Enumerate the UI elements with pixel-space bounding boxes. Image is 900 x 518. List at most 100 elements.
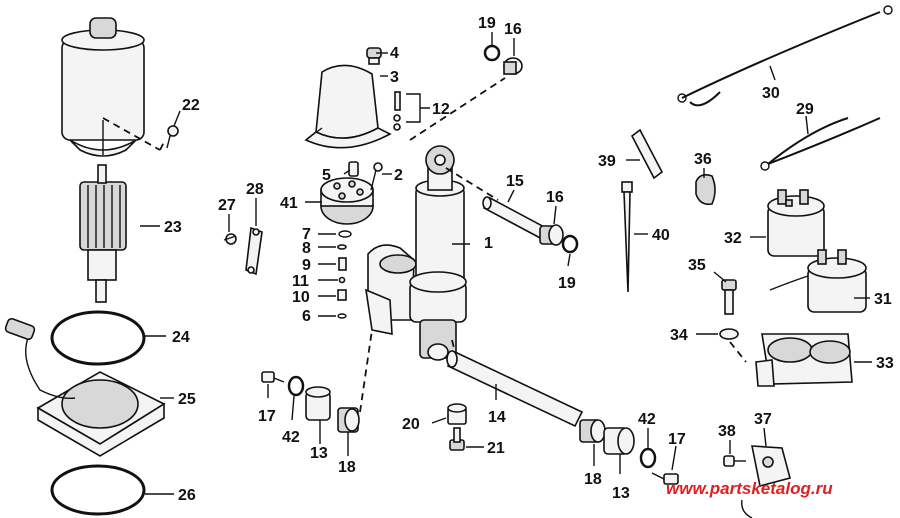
callout-25: 25 — [178, 391, 196, 408]
callout-13-right: 13 — [612, 485, 630, 502]
o-ring-7 — [338, 230, 352, 238]
spring-9 — [338, 257, 347, 271]
bushing-18-right — [579, 419, 606, 443]
manifold — [364, 244, 417, 335]
clip-36 — [695, 174, 716, 206]
callout-39: 39 — [598, 153, 616, 170]
wire-29 — [760, 117, 881, 171]
callout-20: 20 — [402, 416, 420, 433]
callout-2: 2 — [394, 167, 403, 184]
callout-22: 22 — [182, 97, 200, 114]
callout-17-right: 17 — [668, 431, 686, 448]
callout-4: 4 — [390, 45, 399, 62]
screw-27 — [223, 233, 237, 245]
callout-23: 23 — [164, 219, 182, 236]
leader-dash — [451, 339, 456, 353]
callout-5: 5 — [322, 167, 331, 184]
solenoid-bracket-33 — [755, 333, 853, 387]
callout-3: 3 — [390, 69, 399, 86]
callout-26: 26 — [178, 487, 196, 504]
callout-33: 33 — [876, 355, 894, 372]
screws-12 — [393, 91, 401, 131]
terminal-block-37 — [741, 445, 791, 518]
callout-37: 37 — [754, 411, 772, 428]
cable-tie-40 — [621, 181, 633, 293]
leader-dash — [409, 77, 506, 141]
callout-32: 32 — [724, 230, 742, 247]
callout-34: 34 — [670, 327, 688, 344]
washer-8 — [337, 244, 347, 250]
callout-6: 6 — [302, 308, 311, 325]
callout-18-left: 18 — [338, 459, 356, 476]
washer-42-right — [639, 447, 657, 469]
callout-29: 29 — [796, 101, 814, 118]
bushing-16-top — [503, 57, 523, 75]
motor-housing — [61, 17, 145, 157]
callout-18-right: 18 — [584, 471, 602, 488]
callout-14: 14 — [488, 409, 506, 426]
washer-42-left — [287, 375, 305, 397]
tilt-cylinder — [409, 145, 467, 361]
fill-cap-4 — [366, 47, 382, 65]
bushing-13-left — [305, 386, 331, 421]
screw-35 — [721, 279, 737, 315]
watermark: www.partsketalog.ru — [666, 479, 833, 498]
callout-13-left: 13 — [310, 445, 328, 462]
screw-22 — [166, 125, 179, 149]
callout-17-left: 17 — [258, 408, 276, 425]
screw-2 — [370, 162, 383, 191]
callout-41: 41 — [280, 195, 298, 212]
bolt-21 — [449, 427, 465, 451]
bushing-16-mid — [539, 224, 564, 246]
callout-10: 10 — [292, 289, 310, 306]
reservoir-cover — [304, 64, 392, 149]
solenoid-31 — [769, 249, 867, 313]
leader-dash — [729, 341, 747, 363]
screw-17-left — [261, 371, 285, 383]
callout-16-top: 16 — [504, 21, 522, 38]
leader-dash — [102, 117, 161, 151]
callout-16-mid: 16 — [546, 189, 564, 206]
callout-21: 21 — [487, 440, 505, 457]
washer-34 — [719, 328, 739, 340]
armature — [79, 164, 127, 303]
callout-42-left: 42 — [282, 429, 300, 446]
callouts: 1 2 3 4 5 6 7 8 9 10 11 12 13 13 14 15 1… — [164, 15, 894, 504]
screw-17-right — [651, 472, 679, 485]
callout-35: 35 — [688, 257, 706, 274]
solenoid-32 — [767, 189, 825, 257]
valve-body — [320, 177, 374, 225]
callout-24: 24 — [172, 329, 190, 346]
callout-28: 28 — [246, 181, 264, 198]
callout-12: 12 — [432, 101, 450, 118]
bracket-39 — [630, 128, 664, 180]
callout-8: 8 — [302, 240, 311, 257]
screw-38 — [723, 455, 746, 467]
callout-36: 36 — [694, 151, 712, 168]
callout-1: 1 — [484, 235, 493, 252]
callout-40: 40 — [652, 227, 670, 244]
ring-19-mid — [561, 234, 579, 254]
callout-9: 9 — [302, 257, 311, 274]
ball-11 — [338, 276, 346, 284]
ring-19-top — [483, 44, 501, 62]
seat-10 — [337, 289, 347, 301]
o-ring-26 — [50, 464, 146, 516]
callout-7: 7 — [302, 226, 311, 243]
callout-42-right: 42 — [638, 411, 656, 428]
leader-lines — [140, 32, 872, 495]
callout-31: 31 — [874, 291, 892, 308]
callout-11: 11 — [292, 273, 309, 290]
pin-14 — [446, 350, 584, 428]
callout-19-mid: 19 — [558, 275, 576, 292]
o-ring-6 — [337, 313, 347, 319]
o-ring-24 — [50, 310, 146, 366]
callout-30: 30 — [762, 85, 780, 102]
bracket-28 — [245, 226, 263, 276]
wire-30 — [677, 5, 893, 107]
nut-20 — [447, 403, 467, 425]
end-cap — [4, 317, 166, 457]
bushing-13-right — [603, 427, 635, 455]
